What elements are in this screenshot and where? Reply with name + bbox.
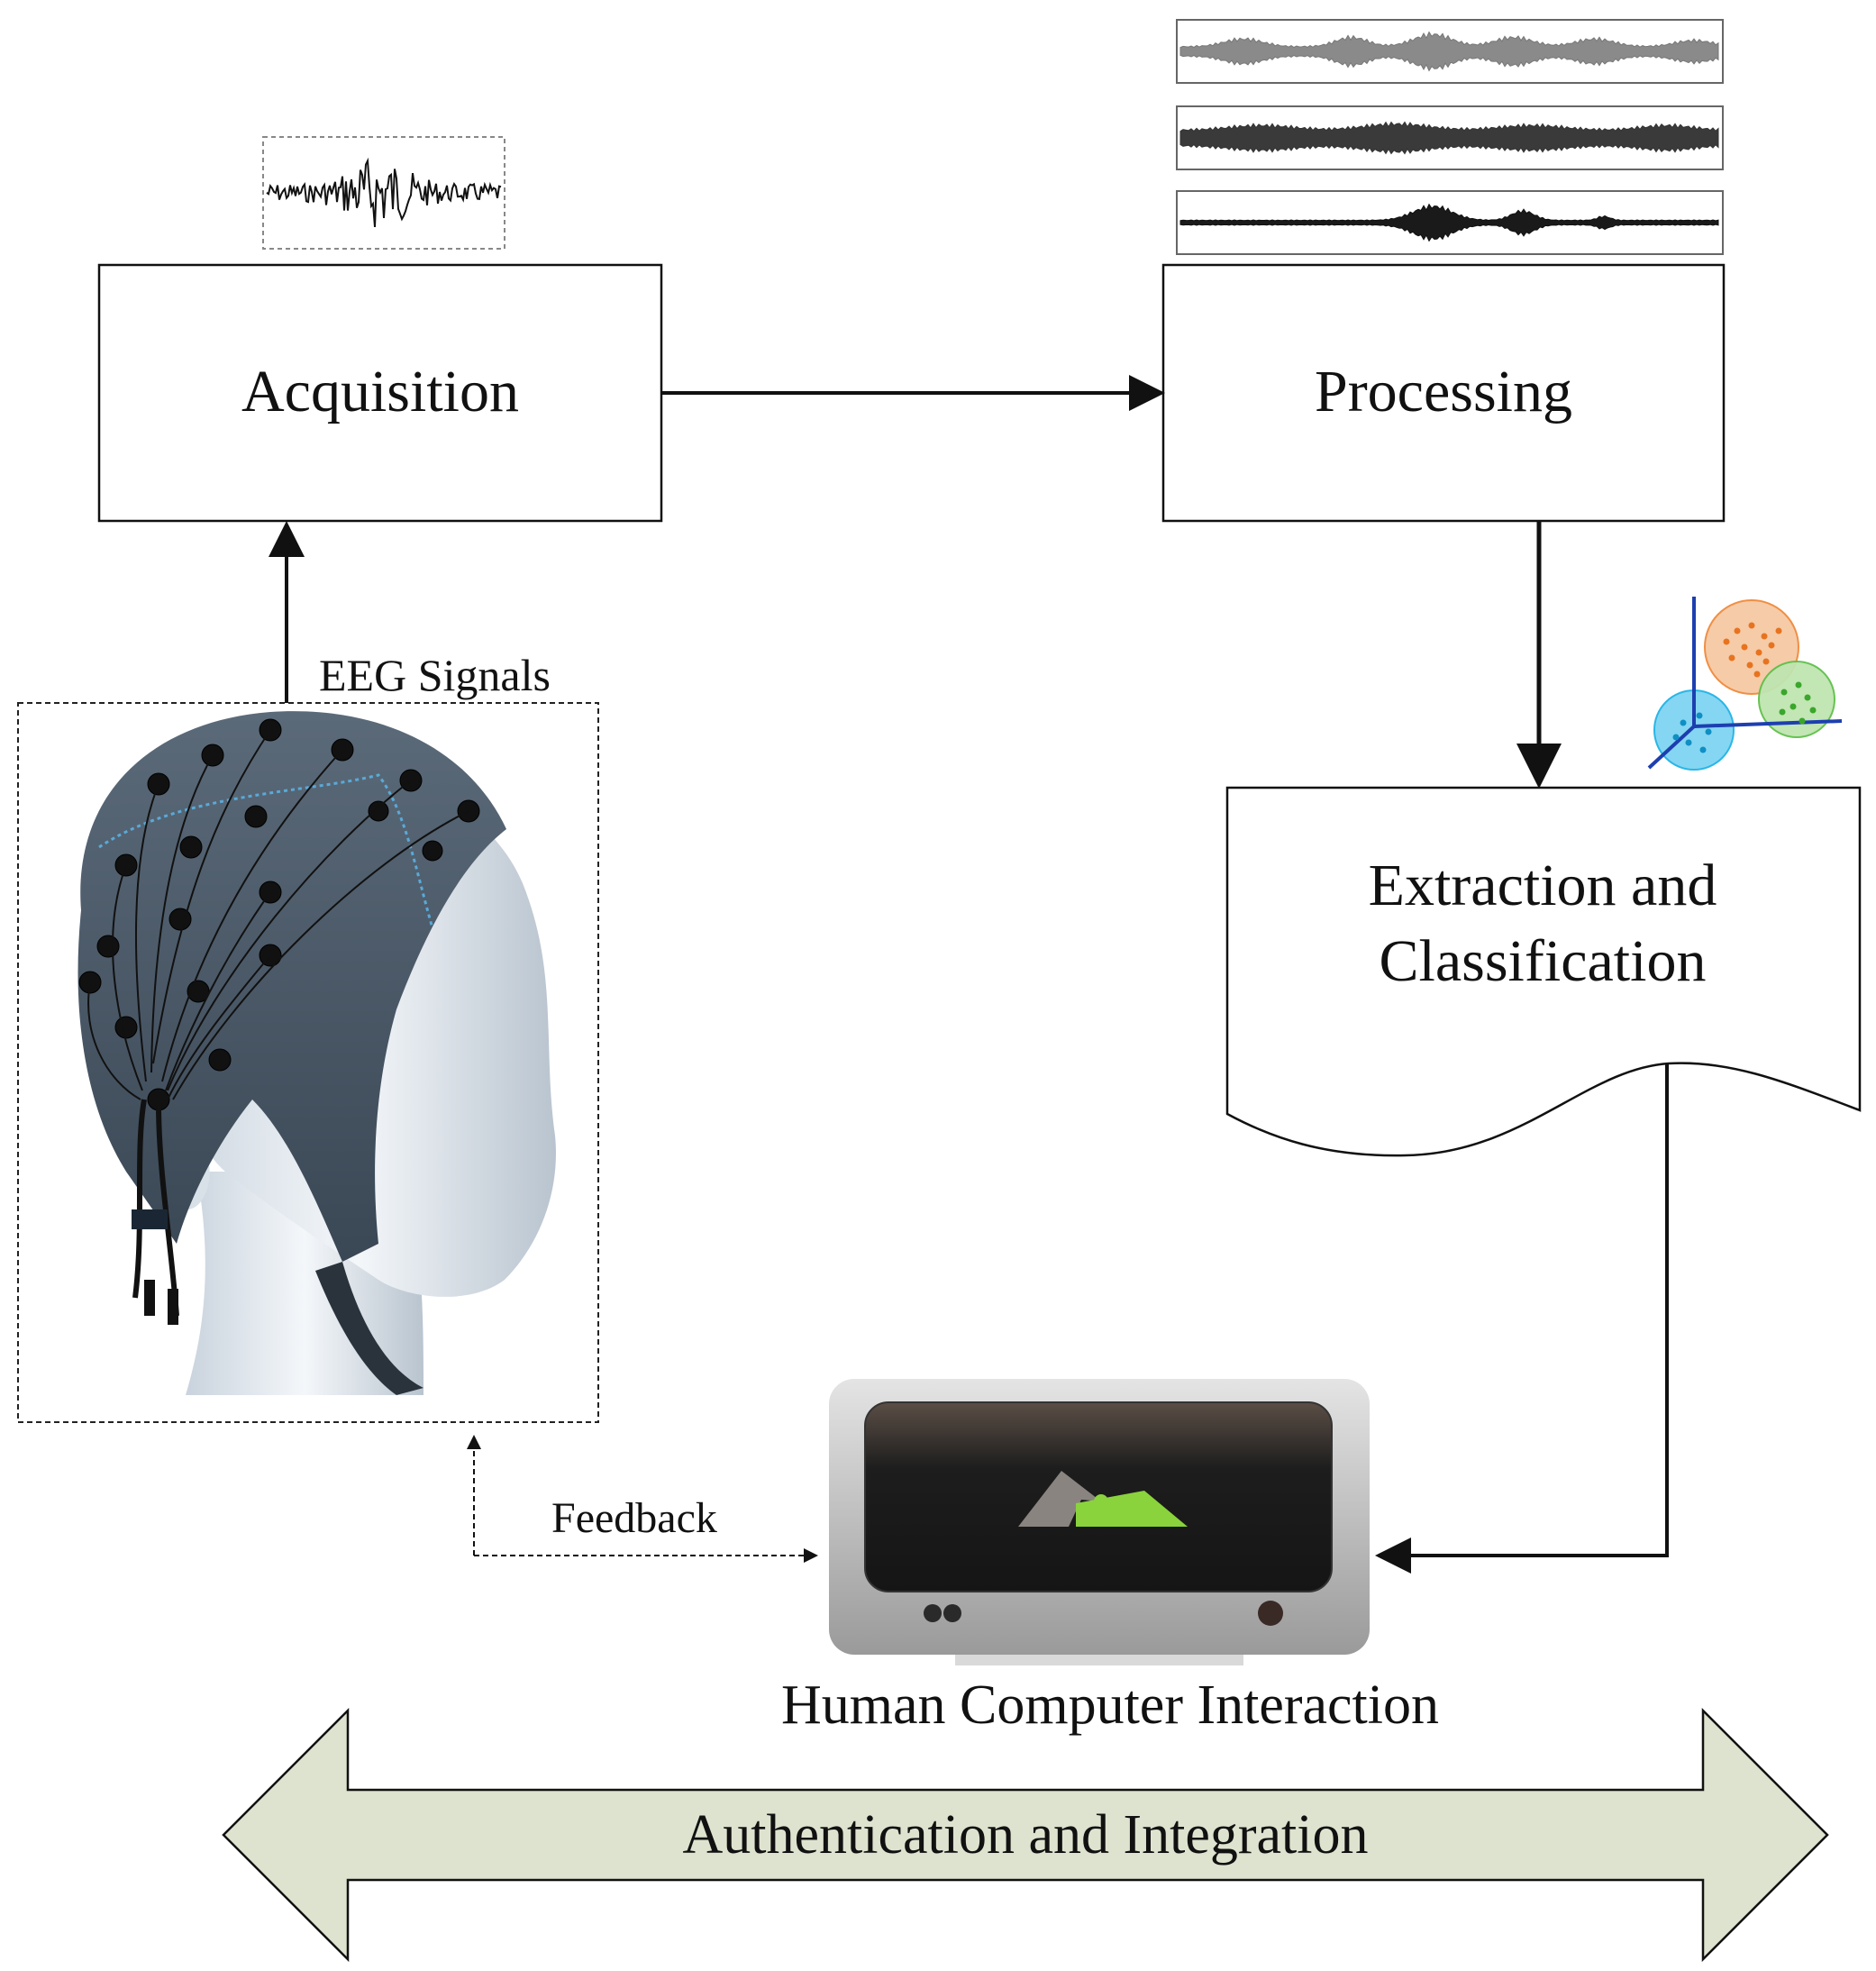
authentication-integration-banner xyxy=(222,1707,1829,1963)
banner-label: Authentication and Integration xyxy=(683,1804,1369,1866)
acquisition-label: Acquisition xyxy=(241,359,519,424)
extraction-classification-box xyxy=(1225,786,1862,1157)
raw-eeg-waveform-icon xyxy=(262,136,505,250)
extraction-label-line1: Extraction and xyxy=(1369,853,1717,918)
acquisition-box xyxy=(97,263,663,523)
eeg-headset-mannequin-icon xyxy=(77,711,556,1395)
processed-signals-icon xyxy=(1176,19,1724,255)
eeg-signals-label: EEG Signals xyxy=(319,650,551,700)
processing-label: Processing xyxy=(1315,359,1572,424)
extraction-label-line2: Classification xyxy=(1380,928,1707,994)
processing-box xyxy=(1161,263,1726,523)
feedback-label: Feedback xyxy=(551,1494,717,1542)
cluster-scatter-icon xyxy=(1647,597,1843,771)
hci-label: Human Computer Interaction xyxy=(781,1674,1439,1736)
extraction-to-hci-arrow xyxy=(1375,1063,1669,1574)
computer-monitor-icon xyxy=(829,1379,1370,1665)
